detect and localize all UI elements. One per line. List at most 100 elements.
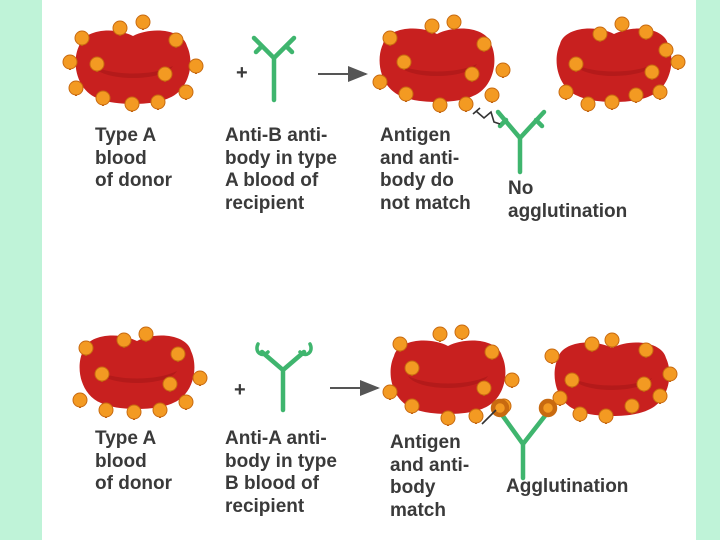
antigen-dot	[446, 14, 462, 30]
antigens-bottom-right	[544, 332, 678, 424]
antigen-dot	[78, 340, 94, 356]
red-blood-cell-top-right	[556, 28, 672, 102]
anti-b-antibody-icon	[251, 35, 297, 103]
antigen-dot	[604, 94, 620, 110]
antigen-dot	[580, 96, 596, 112]
top-match-label: Antigen and anti- body do not match	[380, 125, 471, 214]
antigen-dot	[564, 372, 580, 388]
antigen-dot	[662, 366, 678, 382]
antigen-dot	[504, 372, 520, 388]
antigen-dot	[89, 56, 105, 72]
antigen-dot	[432, 97, 448, 113]
antigen-dot	[658, 42, 674, 58]
antigen-dot	[398, 86, 414, 102]
top-result-label: No agglutination	[508, 178, 628, 222]
antigen-dot	[135, 14, 151, 30]
antigen-dot	[468, 408, 484, 424]
antigen-dot	[372, 74, 388, 90]
antigen-dot	[584, 336, 600, 352]
plus-sign-bottom: +	[234, 379, 246, 401]
red-blood-cell-top-mid	[379, 28, 495, 102]
antigen-dot	[592, 26, 608, 42]
antigen-dot	[464, 66, 480, 82]
antigen-dot	[68, 80, 84, 96]
antigen-dot	[98, 402, 114, 418]
top-donor-label: Type A blood of donor	[95, 125, 173, 191]
red-blood-cell-top-donor	[75, 30, 191, 104]
antigen-dot	[458, 96, 474, 112]
antigen-dot	[495, 62, 511, 78]
antigen-dot	[628, 87, 644, 103]
antigens-bottom-donor	[72, 326, 208, 420]
antigen-dot	[150, 94, 166, 110]
antigen-dot	[624, 398, 640, 414]
antigen-dot	[382, 384, 398, 400]
antigen-dot	[157, 66, 173, 82]
antigen-dot	[404, 360, 420, 376]
antigen-dot	[484, 344, 500, 360]
antigens-top-mid	[372, 14, 511, 113]
antigen-dot	[424, 18, 440, 34]
anti-a-antibody-icon	[255, 342, 313, 413]
antigen-dot	[454, 324, 470, 340]
antigen-dot	[552, 390, 568, 406]
antigen-dot	[638, 24, 654, 40]
antigen-dot	[178, 394, 194, 410]
antigens-top-donor	[62, 14, 204, 112]
antigen-dot	[382, 30, 398, 46]
antigen-dot	[62, 54, 78, 70]
antigen-dot	[598, 408, 614, 424]
bottom-result-label: Agglutination	[506, 476, 629, 497]
bound-antigen-dot	[538, 398, 558, 418]
plus-sign-top: +	[236, 62, 248, 84]
antigen-dot	[652, 388, 668, 404]
red-blood-cell-bottom-right	[554, 342, 670, 416]
antigens-top-right	[558, 16, 686, 112]
antigen-dot	[168, 32, 184, 48]
antigen-dot	[112, 20, 128, 36]
red-blood-cell-bottom-donor	[79, 335, 195, 409]
antigen-dot	[188, 58, 204, 74]
antigen-dot	[396, 54, 412, 70]
antigen-dot	[614, 16, 630, 32]
antigen-dot	[95, 90, 111, 106]
antigen-dot	[440, 410, 456, 426]
antigen-dot	[432, 326, 448, 342]
antigen-dot	[392, 336, 408, 352]
antigen-dot	[126, 404, 142, 420]
antigen-dot	[476, 380, 492, 396]
antigen-dot	[162, 376, 178, 392]
antigen-dot	[72, 392, 88, 408]
antigen-dot	[636, 376, 652, 392]
antigen-dot	[138, 326, 154, 342]
antigen-dot	[558, 84, 574, 100]
antigen-dot	[652, 84, 668, 100]
bound-antigen-dot	[490, 398, 510, 418]
antigen-dot	[644, 64, 660, 80]
antigen-dot	[192, 370, 208, 386]
top-antibody-label: Anti-B anti- body in type A blood of rec…	[225, 125, 337, 214]
antigen-dot	[94, 366, 110, 382]
antigen-dot	[152, 402, 168, 418]
antigen-dot	[572, 406, 588, 422]
antibody-no-bind-icon	[495, 109, 547, 175]
match-pointer-line	[481, 409, 497, 425]
antigen-dot	[604, 332, 620, 348]
antigen-dot	[544, 348, 560, 364]
antigen-dot	[124, 96, 140, 112]
bottom-antibody-label: Anti-A anti- body in type B blood of rec…	[225, 428, 337, 517]
antigen-dot	[74, 30, 90, 46]
antigen-dot	[670, 54, 686, 70]
antigen-dot	[404, 398, 420, 414]
antigen-dot	[484, 87, 500, 103]
antibody-bridge-icon	[490, 398, 558, 481]
antigen-dot	[568, 56, 584, 72]
antigen-dot	[638, 342, 654, 358]
antigen-dot	[476, 36, 492, 52]
antigen-dot	[170, 346, 186, 362]
bottom-donor-label: Type A blood of donor	[95, 428, 173, 494]
antigen-dot	[116, 332, 132, 348]
mismatch-bracket	[472, 107, 501, 125]
bottom-match-label: Antigen and anti- body match	[390, 432, 470, 521]
